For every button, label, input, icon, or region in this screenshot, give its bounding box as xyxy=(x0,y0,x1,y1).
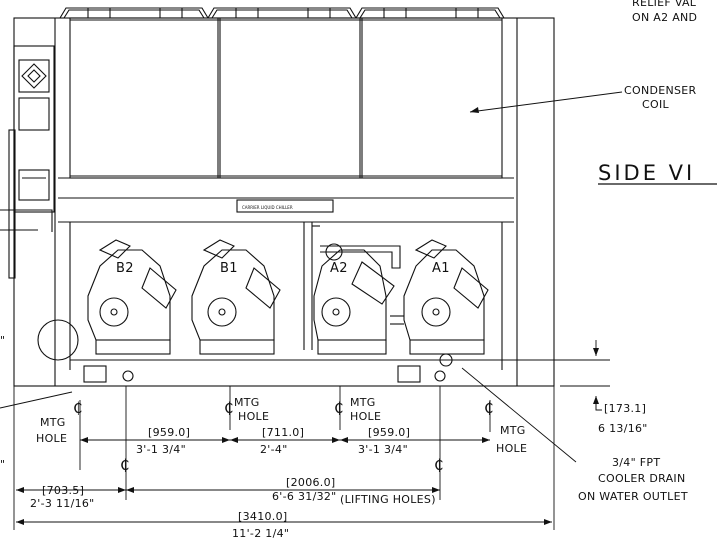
dimension-lines xyxy=(0,91,623,530)
compressor-b1 xyxy=(191,239,281,355)
dim-959b-mm: [959.0] xyxy=(368,426,410,439)
dim-703-mm: [703.5] xyxy=(42,484,84,497)
compressor-label-a2: A2 xyxy=(330,261,348,276)
mtg-label-2b: HOLE xyxy=(238,410,269,423)
fan-guards xyxy=(59,7,505,19)
compressor-label-a1: A1 xyxy=(432,261,450,276)
svg-text:₵: ₵ xyxy=(334,399,344,417)
compressor-label-b2: B2 xyxy=(116,261,134,276)
mtg-label-4b: HOLE xyxy=(496,442,527,455)
mtg-label-3a: MTG xyxy=(350,396,376,409)
mtg-hole-2 xyxy=(434,370,446,382)
mtg-label-1a: MTG xyxy=(40,416,66,429)
nameplate-text: CARRIER LIQUID CHILLER xyxy=(242,205,293,210)
dim-711-mm: [711.0] xyxy=(262,426,304,439)
dim-173-mm: [173.1] xyxy=(604,402,646,415)
compressor-a2 xyxy=(313,243,395,355)
drain-note-3: ON WATER OUTLET xyxy=(578,490,688,503)
view-title: SIDE VI xyxy=(598,161,695,185)
drain-fitting xyxy=(439,353,453,367)
mtg-label-1b: HOLE xyxy=(36,432,67,445)
dim-2006-note: (LIFTING HOLES) xyxy=(340,493,436,506)
dim-959b-in: 3'-1 3/4" xyxy=(358,443,408,456)
dim-2006-in: 6'-6 31/32" xyxy=(272,490,337,503)
dim-173-in: 6 13/16" xyxy=(598,422,648,435)
dim-959a-mm: [959.0] xyxy=(148,426,190,439)
svg-text:₵: ₵ xyxy=(484,399,494,417)
svg-text:₵: ₵ xyxy=(73,399,83,417)
condenser-coil xyxy=(69,17,503,179)
control-box xyxy=(13,45,55,213)
condenser-label-1: CONDENSER xyxy=(624,84,697,97)
dim-2006-mm: [2006.0] xyxy=(286,476,335,489)
dim-703-in: 2'-3 11/16" xyxy=(30,497,95,510)
centerline-marks: ₵ ₵ ₵ ₵ ₵ ₵ xyxy=(73,399,494,474)
mtg-label-3b: HOLE xyxy=(350,410,381,423)
condenser-label-2: COIL xyxy=(642,98,669,111)
mtg-label-4a: MTG xyxy=(500,424,526,437)
dim-3410-in: 11'-2 1/4" xyxy=(232,527,289,540)
dim-711-in: 2'-4" xyxy=(260,443,288,456)
compressor-a1 xyxy=(403,239,489,355)
relief-valve-note-1: RELIEF VAL xyxy=(632,0,697,9)
nameplate-box xyxy=(236,199,334,213)
compressor-b2 xyxy=(87,239,177,355)
svg-text:₵: ₵ xyxy=(120,456,130,474)
drain-note-1: 3/4" FPT xyxy=(612,456,660,469)
relief-valve-note-2: ON A2 AND xyxy=(632,11,697,24)
mtg-hole-1 xyxy=(122,370,134,382)
edge-quote-1: " xyxy=(0,334,5,347)
compressor-label-b1: B1 xyxy=(220,261,238,276)
control-door-hinge xyxy=(8,129,16,279)
cabinet-outline xyxy=(13,17,555,387)
dim-3410-mm: [3410.0] xyxy=(238,510,287,523)
mtg-label-2a: MTG xyxy=(234,396,260,409)
drain-note-2: COOLER DRAIN xyxy=(598,472,685,485)
dim-959a-in: 3'-1 3/4" xyxy=(136,443,186,456)
edge-quote-2: " xyxy=(0,458,5,471)
svg-text:₵: ₵ xyxy=(224,399,234,417)
svg-text:₵: ₵ xyxy=(434,456,444,474)
